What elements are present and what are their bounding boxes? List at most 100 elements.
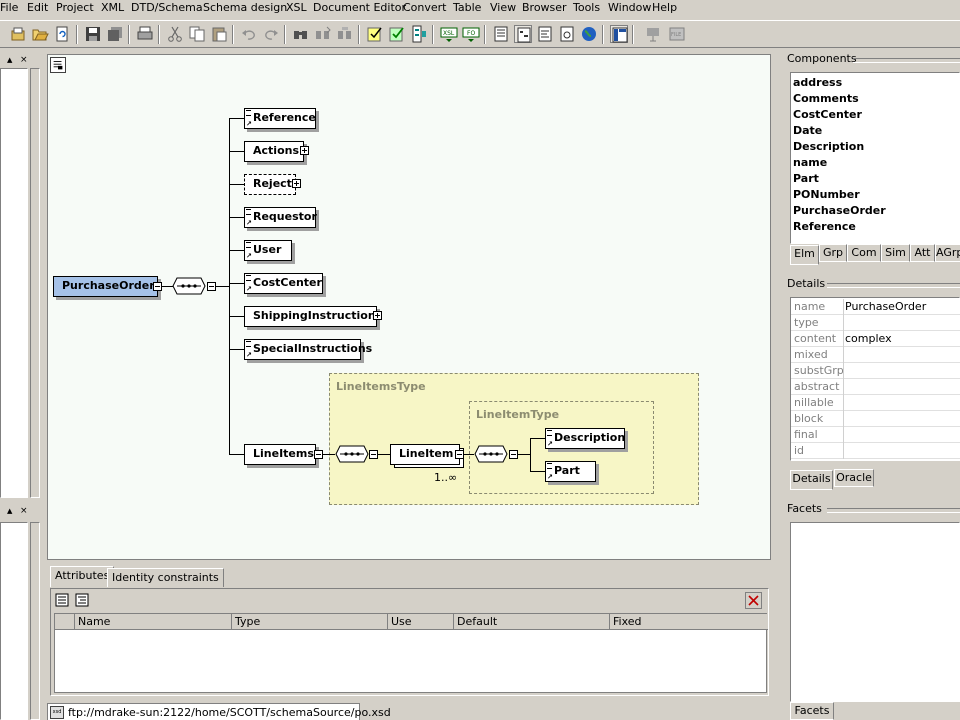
collapse-icon[interactable]: [509, 450, 518, 459]
element-reference[interactable]: ↗Reference: [244, 108, 316, 129]
expand-icon[interactable]: [373, 311, 382, 320]
expand-icon[interactable]: [292, 179, 301, 188]
details-value[interactable]: PurchaseOrder: [845, 300, 927, 313]
xsl-transform-icon[interactable]: XSL: [440, 25, 458, 43]
collapse-icon[interactable]: [207, 282, 216, 291]
component-item[interactable]: CostCenter: [793, 108, 862, 121]
menu-xml[interactable]: XML: [101, 1, 125, 14]
collapse-icon[interactable]: [369, 450, 378, 459]
details-row[interactable]: abstract: [791, 379, 960, 395]
details-row[interactable]: block: [791, 411, 960, 427]
element-specialinstructions[interactable]: ↗SpecialInstructions: [244, 339, 372, 360]
column-header[interactable]: Use: [388, 614, 454, 629]
fo-transform-icon[interactable]: FO: [462, 25, 480, 43]
menu-file[interactable]: File: [0, 1, 19, 14]
tab-details-oracle[interactable]: Oracle: [834, 469, 874, 487]
sequence-compositor[interactable]: [474, 445, 508, 463]
details-row[interactable]: id: [791, 443, 960, 459]
element-reject[interactable]: Reject: [244, 174, 296, 195]
details-value[interactable]: complex: [845, 332, 892, 345]
web-icon[interactable]: [580, 25, 598, 43]
undo-icon[interactable]: [240, 25, 258, 43]
tab-components-elm[interactable]: Elm: [790, 245, 819, 265]
document-tab[interactable]: xsd ftp://mdrake-sun:2122/home/SCOTT/sch…: [47, 703, 391, 720]
collapse-icon[interactable]: [455, 450, 464, 459]
remote-icon[interactable]: [644, 25, 662, 43]
find-next-icon[interactable]: [314, 25, 332, 43]
layout-view-icon[interactable]: [610, 25, 628, 43]
menu-browser[interactable]: Browser: [522, 1, 567, 14]
new-project-icon[interactable]: [10, 25, 28, 43]
copy-icon[interactable]: [188, 25, 206, 43]
collapse-up-icon[interactable]: ▲: [7, 507, 13, 515]
redo-icon[interactable]: [262, 25, 280, 43]
menu-convert[interactable]: Convert: [403, 1, 447, 14]
menu-tools[interactable]: Tools: [573, 1, 601, 14]
details-row[interactable]: final: [791, 427, 960, 443]
menu-document-editor[interactable]: Document Editor: [313, 1, 407, 14]
menu-edit[interactable]: Edit: [27, 1, 49, 14]
column-header[interactable]: Default: [454, 614, 610, 629]
splitter[interactable]: [777, 50, 783, 720]
element-part[interactable]: ↗ Part: [545, 461, 596, 482]
check-wellformed-icon[interactable]: [366, 25, 384, 43]
tab-details-details[interactable]: Details: [790, 470, 833, 490]
details-row[interactable]: mixed: [791, 347, 960, 363]
save-icon[interactable]: [84, 25, 102, 43]
menu-window[interactable]: Window: [608, 1, 652, 14]
tab-facets[interactable]: Facets: [790, 702, 834, 720]
authentic-view-icon[interactable]: [536, 25, 554, 43]
element-actions[interactable]: Actions: [244, 141, 304, 162]
text-view-icon[interactable]: [492, 25, 510, 43]
tab-components-agrp[interactable]: AGrp: [935, 244, 960, 262]
element-description[interactable]: ↗ Description: [545, 428, 625, 449]
details-row[interactable]: nillable: [791, 395, 960, 411]
save-all-icon[interactable]: [106, 25, 124, 43]
tab-components-sim[interactable]: Sim: [881, 244, 910, 262]
tab-components-com[interactable]: Com: [847, 244, 881, 262]
menu-view[interactable]: View: [490, 1, 517, 14]
replace-icon[interactable]: [336, 25, 354, 43]
collapse-up-icon[interactable]: ▲: [7, 56, 13, 64]
element-purchaseorder[interactable]: PurchaseOrder: [53, 276, 158, 297]
component-item[interactable]: PONumber: [793, 188, 860, 201]
component-item[interactable]: Description: [793, 140, 865, 153]
cut-icon[interactable]: [166, 25, 184, 43]
column-header[interactable]: Name: [75, 614, 232, 629]
component-item[interactable]: Date: [793, 124, 823, 137]
element-lineitems[interactable]: LineItems: [244, 444, 316, 465]
element-requestor[interactable]: ↗Requestor: [244, 207, 317, 228]
element-user[interactable]: ↗User: [244, 240, 292, 261]
paste-icon[interactable]: [210, 25, 228, 43]
menu-project[interactable]: Project: [56, 1, 94, 14]
print-icon[interactable]: [136, 25, 154, 43]
element-costcenter[interactable]: ↗CostCenter: [244, 273, 323, 294]
menu-help[interactable]: Help: [652, 1, 678, 14]
element-shippinginstructions[interactable]: ShippingInstructions: [244, 306, 382, 327]
browser-view-icon[interactable]: [558, 25, 576, 43]
column-header[interactable]: Fixed: [613, 615, 642, 628]
tab-attributes[interactable]: Attributes: [50, 566, 115, 587]
menu-schema-design[interactable]: Schema design: [203, 1, 288, 14]
element-lineitem[interactable]: LineItem: [390, 444, 460, 465]
tab-components-att[interactable]: Att: [910, 244, 935, 262]
sequence-compositor[interactable]: [172, 277, 206, 295]
close-panel-icon[interactable]: ×: [20, 506, 28, 516]
validate-icon[interactable]: [388, 25, 406, 43]
menu-table[interactable]: Table: [453, 1, 482, 14]
schema-view-icon[interactable]: [514, 25, 532, 43]
component-item[interactable]: Reference: [793, 220, 856, 233]
close-panel-icon[interactable]: ×: [20, 55, 28, 65]
sequence-compositor[interactable]: [335, 445, 369, 463]
delete-attribute-icon[interactable]: [745, 592, 762, 609]
expand-icon[interactable]: [300, 146, 309, 155]
details-row[interactable]: type: [791, 315, 960, 331]
dtd-icon[interactable]: [410, 25, 428, 43]
tab-components-grp[interactable]: Grp: [819, 244, 847, 262]
tab-identity-constraints[interactable]: Identity constraints: [107, 568, 224, 587]
component-item[interactable]: PurchaseOrder: [793, 204, 886, 217]
component-item[interactable]: Part: [793, 172, 819, 185]
open-folder-icon[interactable]: [31, 25, 49, 43]
